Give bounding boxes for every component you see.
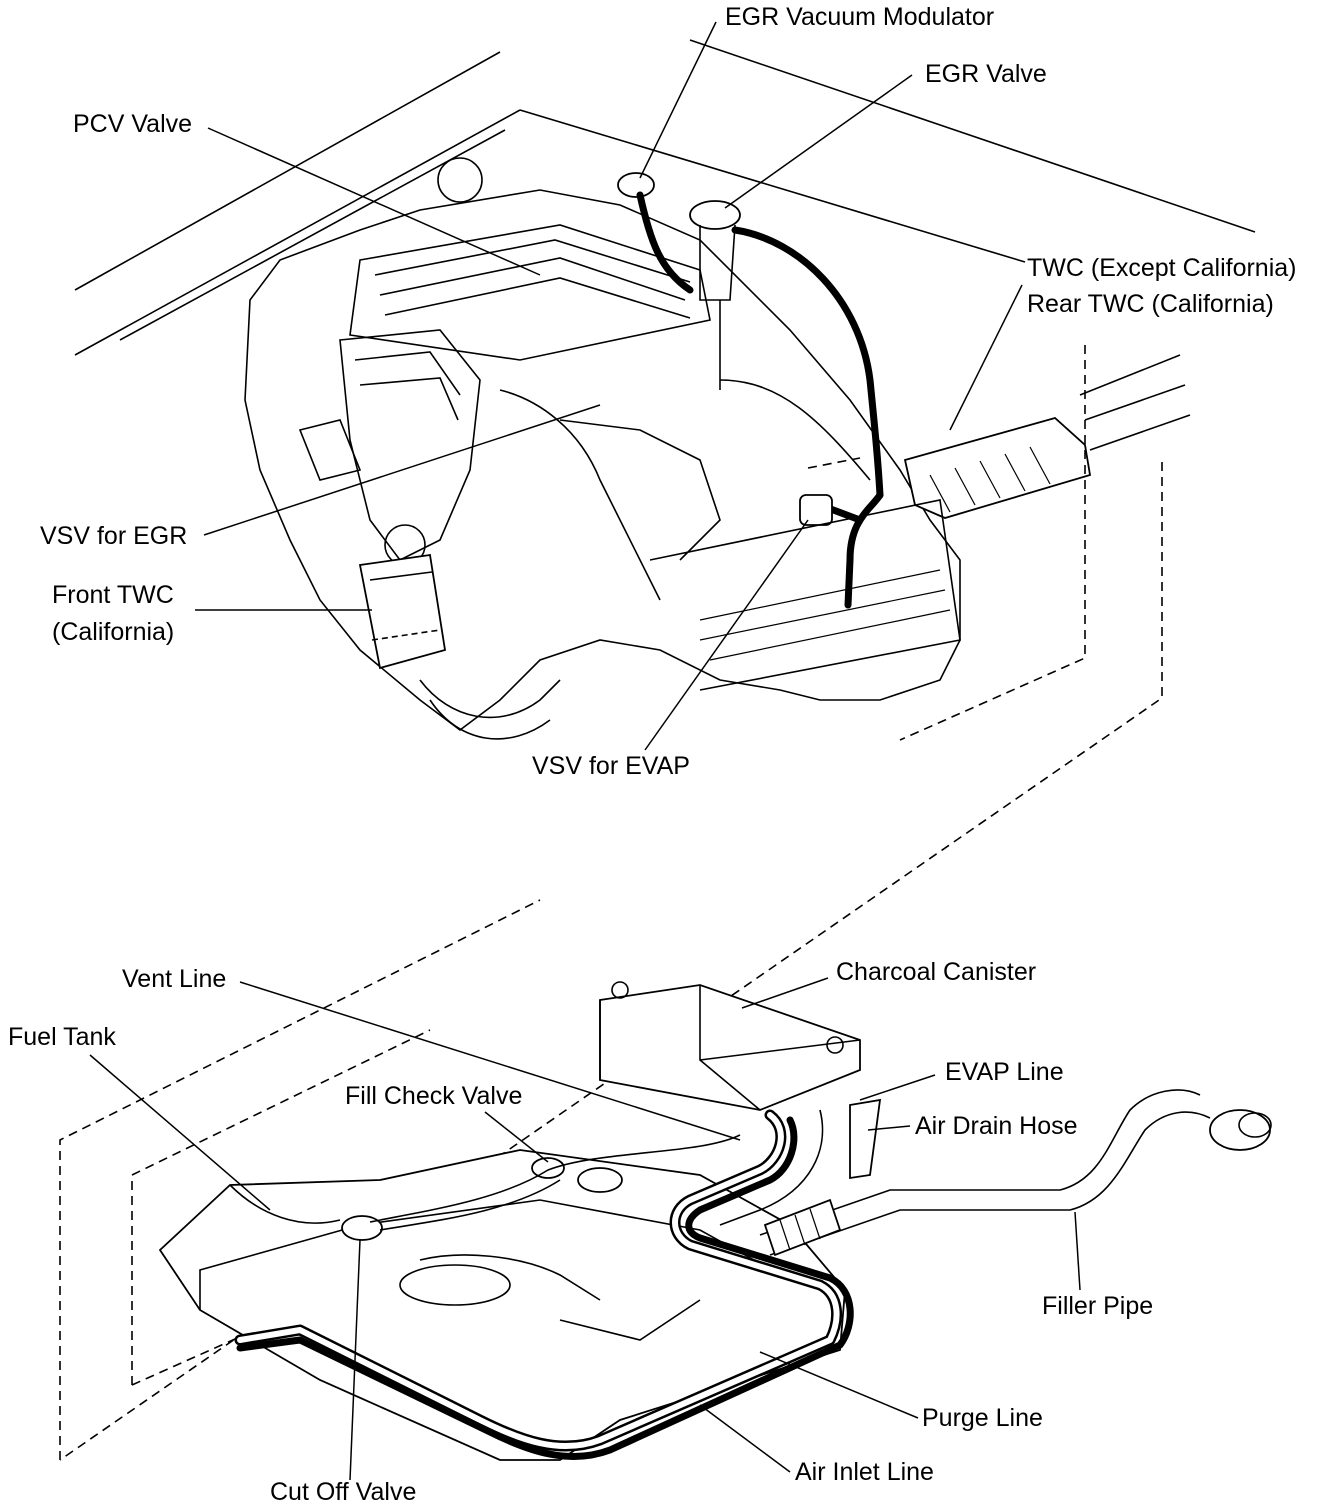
label-cut-off-valve: Cut Off Valve xyxy=(270,1478,416,1506)
label-filler-pipe: Filler Pipe xyxy=(1042,1292,1153,1320)
label-pcv-valve: PCV Valve xyxy=(73,110,192,138)
label-evap-line: EVAP Line xyxy=(945,1058,1064,1086)
label-rear-twc-california: Rear TWC (California) xyxy=(1027,290,1274,318)
label-front-twc-california: (California) xyxy=(52,618,174,646)
label-purge-line: Purge Line xyxy=(922,1404,1043,1432)
label-twc-except-california: TWC (Except California) xyxy=(1027,254,1297,282)
label-fill-check-valve: Fill Check Valve xyxy=(345,1082,522,1110)
component-labels: EGR Vacuum Modulator EGR Valve PCV Valve… xyxy=(8,3,1297,1506)
label-air-inlet-line: Air Inlet Line xyxy=(795,1458,934,1486)
label-front-twc: Front TWC xyxy=(52,581,174,609)
label-fuel-tank: Fuel Tank xyxy=(8,1023,116,1051)
leader-lines xyxy=(89,21,1081,1481)
label-egr-valve: EGR Valve xyxy=(925,60,1047,88)
fuel-tank-illustration xyxy=(59,899,1272,1461)
label-vent-line: Vent Line xyxy=(122,965,226,993)
label-charcoal-canister: Charcoal Canister xyxy=(836,958,1036,986)
label-egr-vacuum-modulator: EGR Vacuum Modulator xyxy=(725,3,994,31)
label-vsv-for-evap: VSV for EVAP xyxy=(532,752,690,780)
label-vsv-for-egr: VSV for EGR xyxy=(40,522,187,550)
engine-compartment-illustration xyxy=(59,39,1256,1461)
label-air-drain-hose: Air Drain Hose xyxy=(915,1112,1078,1140)
